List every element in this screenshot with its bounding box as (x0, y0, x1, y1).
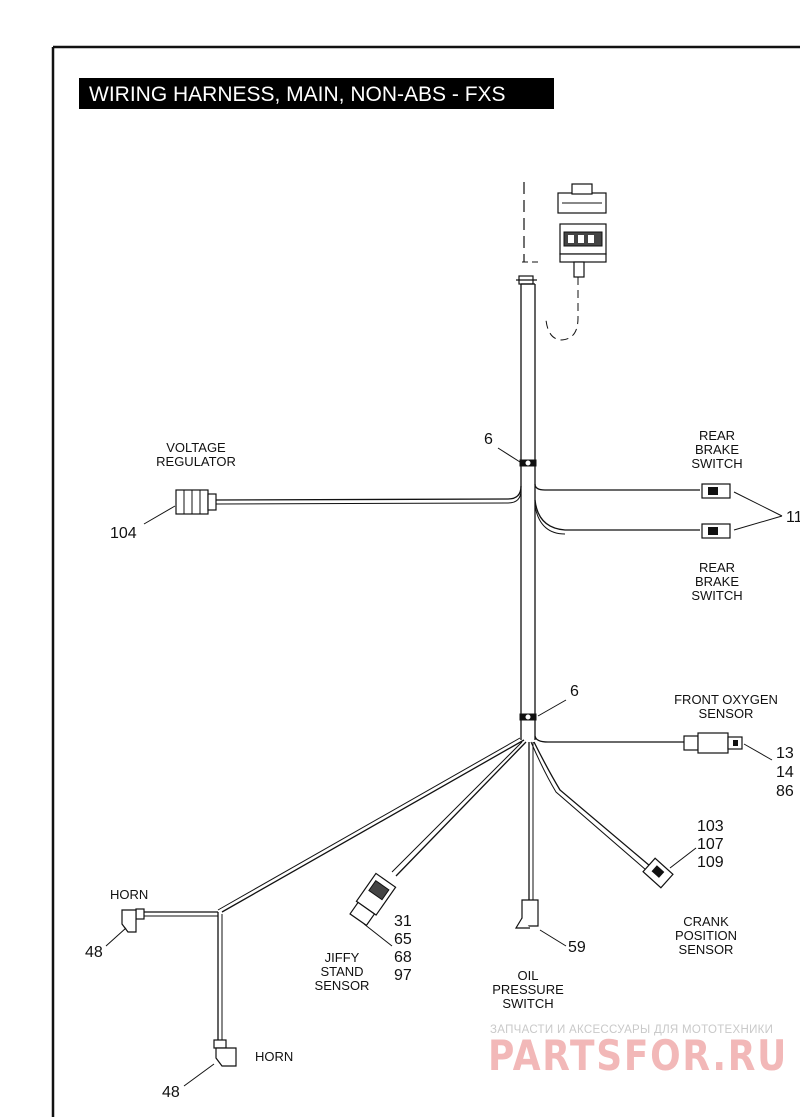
watermark-caption: ЗАПЧАСТИ И АКСЕССУАРЫ ДЛЯ МОТОТЕХНИКИ (490, 1024, 773, 1036)
title-bar: WIRING HARNESS, MAIN, NON-ABS - FXS (79, 78, 554, 109)
rear-brake-switch-lower-label-3: SWITCH (691, 588, 742, 603)
horn-upper-connector (121, 909, 137, 933)
rear-brake-switch-lower-label-1: REAR (699, 560, 735, 575)
voltage-regulator-branch: 104 VOLTAGE REGULATOR (110, 440, 522, 542)
crank-position-sensor-label-3: SENSOR (679, 942, 734, 957)
watermark-logo: PARTSFOR.RU (488, 1031, 788, 1080)
callout-jiffy-stand-sensor-3: 68 (394, 949, 412, 966)
crank-position-sensor-branch: 103 107 109 CRANK POSITION SENSOR (530, 741, 737, 957)
oil-pressure-switch-label-2: PRESSURE (492, 982, 564, 997)
main-connector-assembly (516, 182, 607, 341)
callout-front-oxygen-sensor-3: 86 (776, 783, 794, 800)
crank-position-sensor-label-1: CRANK (683, 914, 729, 929)
jiffy-stand-sensor-label-2: STAND (320, 964, 363, 979)
clip-upper: 6 (484, 431, 537, 467)
watermark: ЗАПЧАСТИ И АКСЕССУАРЫ ДЛЯ МОТОТЕХНИКИ PA… (488, 1024, 788, 1080)
callout-rear-brake-switch: 11 (786, 509, 800, 526)
callout-crank-position-sensor-2: 107 (697, 836, 724, 853)
front-oxygen-sensor-label-1: FRONT OXYGEN (674, 692, 778, 707)
page-frame (51, 45, 800, 1117)
callout-oil-pressure-switch: 59 (568, 939, 586, 956)
front-oxygen-sensor-connector (697, 732, 729, 754)
callout-crank-position-sensor-1: 103 (697, 818, 724, 835)
callout-horn-lower: 48 (162, 1084, 180, 1101)
callout-voltage-regulator: 104 (110, 525, 137, 542)
horn-lower-connector (215, 1047, 237, 1067)
callout-jiffy-stand-sensor-1: 31 (394, 913, 412, 930)
callout-horn-upper: 48 (85, 944, 103, 961)
main-trunk (520, 283, 536, 740)
callout-crank-position-sensor-3: 109 (697, 854, 724, 871)
oil-pressure-switch-connector (521, 899, 539, 927)
callout-clip-lower: 6 (570, 683, 579, 700)
horn-lower-label: HORN (255, 1049, 293, 1064)
rear-brake-switch-upper-label-3: SWITCH (691, 456, 742, 471)
crank-position-sensor-label-2: POSITION (675, 928, 737, 943)
jiffy-stand-sensor-label-3: SENSOR (315, 978, 370, 993)
jiffy-stand-sensor-branch: 31 65 68 97 JIFFY STAND SENSOR (315, 741, 527, 993)
horn-branch: 48 48 HORN HORN (85, 737, 525, 1101)
rear-brake-switch-branch: 11 REAR BRAKE SWITCH REAR BRAKE SWITCH (534, 428, 800, 603)
rear-brake-switch-upper-label-1: REAR (699, 428, 735, 443)
oil-pressure-switch-label-3: SWITCH (502, 996, 553, 1011)
rear-brake-switch-upper-label-2: BRAKE (695, 442, 739, 457)
clip-lower: 6 (519, 683, 579, 721)
horn-upper-label: HORN (110, 887, 148, 902)
page-title: WIRING HARNESS, MAIN, NON-ABS - FXS (89, 83, 506, 106)
callout-front-oxygen-sensor-1: 13 (776, 745, 794, 762)
oil-pressure-switch-label-1: OIL (518, 968, 539, 983)
front-oxygen-sensor-label-2: SENSOR (699, 706, 754, 721)
callout-jiffy-stand-sensor-4: 97 (394, 967, 412, 984)
jiffy-stand-sensor-label-1: JIFFY (325, 950, 360, 965)
voltage-regulator-label-2: REGULATOR (156, 454, 236, 469)
oil-pressure-switch-branch: 59 OIL PRESSURE SWITCH (492, 742, 586, 1011)
front-oxygen-sensor-branch: 13 14 86 FRONT OXYGEN SENSOR (534, 692, 794, 800)
rear-brake-switch-lower-label-2: BRAKE (695, 574, 739, 589)
callout-jiffy-stand-sensor-2: 65 (394, 931, 412, 948)
callout-front-oxygen-sensor-2: 14 (776, 764, 794, 781)
callout-clip-upper: 6 (484, 431, 493, 448)
voltage-regulator-label-1: VOLTAGE (166, 440, 226, 455)
